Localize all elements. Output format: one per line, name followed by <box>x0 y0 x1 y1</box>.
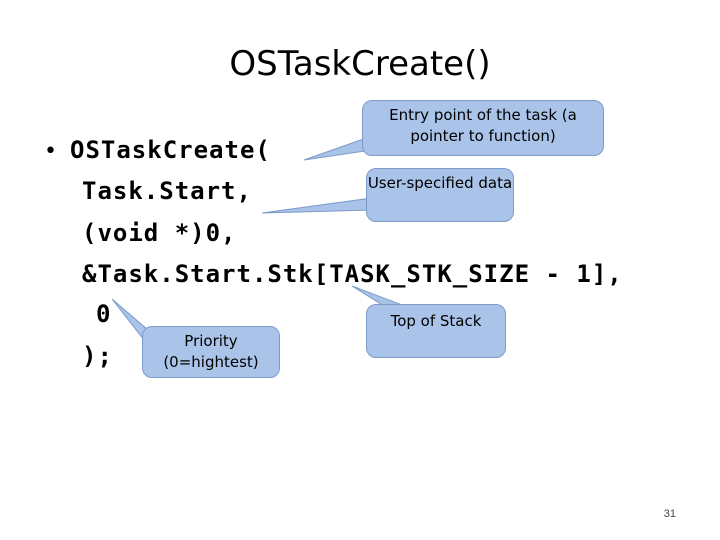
callout-user-data: User-specified data <box>366 168 514 222</box>
callout-top-of-stack: Top of Stack <box>366 304 506 358</box>
code-line-priority-arg: 0 <box>96 300 112 328</box>
bullet-icon: • <box>44 139 57 164</box>
page-number: 31 <box>663 508 676 520</box>
code-line-task-start: Task.Start, <box>82 177 252 205</box>
user-data-pointer <box>261 197 373 214</box>
code-line-close: ); <box>82 342 113 370</box>
code-line-void-arg: (void *)0, <box>82 219 237 247</box>
callout-entry-point: Entry point of the task (a pointer to fu… <box>362 100 604 156</box>
code-line-function: OSTaskCreate( <box>70 136 271 164</box>
slide-title: OSTaskCreate() <box>229 44 491 84</box>
callout-priority: Priority (0=hightest) <box>142 326 280 378</box>
code-line-stack-arg: &Task.Start.Stk[TASK_STK_SIZE - 1], <box>82 260 623 288</box>
